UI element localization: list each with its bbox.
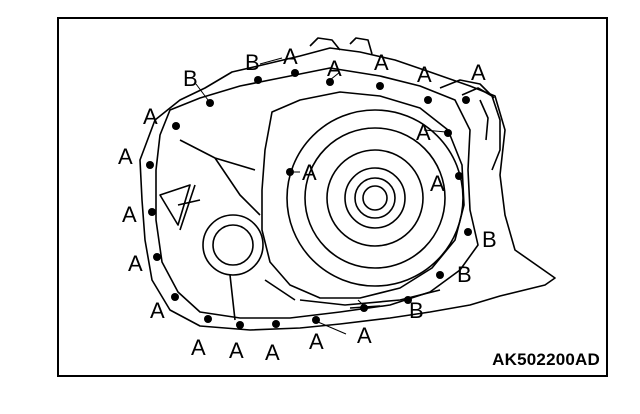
callout-label: A (265, 340, 280, 365)
rib-cutout (159, 184, 191, 226)
bolt (360, 304, 368, 312)
callout-label: A (122, 202, 137, 227)
callout-label: B (245, 50, 260, 75)
converter-ring-3 (344, 167, 406, 229)
diff-boss-outer (202, 214, 264, 276)
callout-label: A (417, 62, 432, 87)
bolt (455, 172, 463, 180)
callout-label: B (183, 66, 198, 91)
callout-label: B (457, 262, 472, 287)
bolt (436, 271, 444, 279)
callout-label: A (143, 104, 158, 129)
top-bracket (309, 37, 495, 99)
bolt (424, 96, 432, 104)
callout-label: A (229, 338, 244, 363)
callout-label: B (409, 298, 424, 323)
leader-lines (195, 57, 447, 335)
converter-ring-1 (304, 127, 446, 269)
callout-label: A (283, 44, 298, 69)
bolt (153, 253, 161, 261)
bolt-group (146, 69, 472, 329)
bolt (462, 96, 470, 104)
bolt (254, 76, 262, 84)
side-housing (461, 87, 501, 171)
bolt (464, 228, 472, 236)
bolt (444, 129, 452, 137)
housing-outline (139, 47, 556, 331)
callout-label: A (430, 171, 445, 196)
callout-labels: B B A A A A A A A A A A A A A A A A A A … (118, 44, 497, 365)
diff-boss-inner (212, 224, 254, 266)
housing-ribs (177, 139, 296, 321)
figure-code: AK502200AD (492, 350, 600, 369)
callout-label: A (150, 298, 165, 323)
bolt (171, 293, 179, 301)
converter-outer (286, 109, 464, 287)
bolt (286, 168, 294, 176)
callout-label: A (374, 50, 389, 75)
bolt (291, 69, 299, 77)
bolt (146, 161, 154, 169)
callout-label: A (128, 251, 143, 276)
callout-label: A (302, 160, 317, 185)
converter-hub (354, 177, 396, 219)
converter-ring-2 (326, 149, 424, 247)
bolt (376, 82, 384, 90)
bolt (272, 320, 280, 328)
bolt (326, 78, 334, 86)
bolt (404, 296, 412, 304)
converter-bore (362, 185, 388, 211)
bolt (236, 321, 244, 329)
bolt (206, 99, 214, 107)
callout-label: A (191, 335, 206, 360)
figure-frame (57, 17, 608, 377)
bolt (172, 122, 180, 130)
flange-outline (155, 67, 479, 319)
callout-label: A (357, 323, 372, 348)
bolt (204, 315, 212, 323)
callout-label: A (118, 144, 133, 169)
callout-label: B (482, 227, 497, 252)
callout-label: A (327, 56, 342, 81)
callout-label: A (309, 329, 324, 354)
bolt (148, 208, 156, 216)
converter-housing (261, 91, 465, 299)
callout-label: A (416, 120, 431, 145)
callout-label: A (471, 60, 486, 85)
